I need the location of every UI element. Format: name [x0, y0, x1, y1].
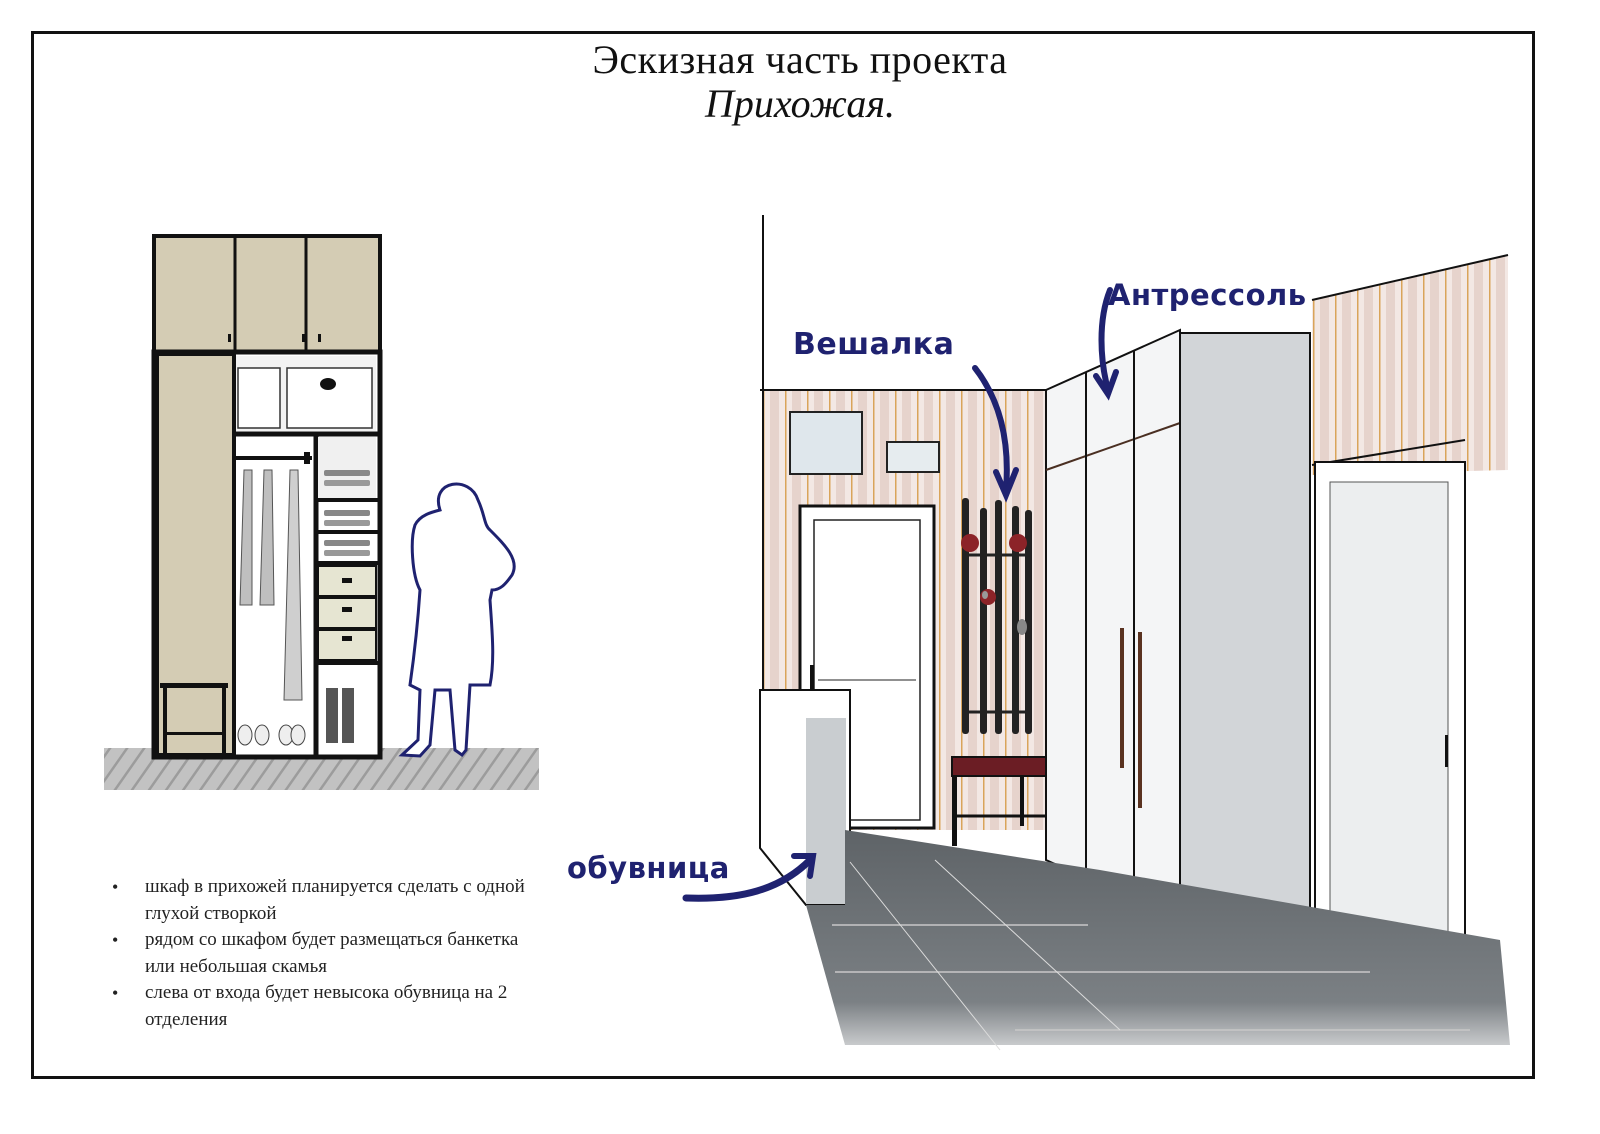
arrow-shoe-cabinet-icon [682, 856, 814, 902]
annotation-hanger: Вешалка [793, 327, 955, 362]
annotation-shoe-cabinet: обувница [567, 851, 730, 885]
drawer-2 [317, 597, 377, 629]
note-item: шкаф в прихожей планируется сделать с од… [112, 874, 552, 927]
right-wall [1312, 255, 1508, 475]
drawer-3 [317, 629, 377, 661]
page-subtitle: Прихожая. [705, 81, 895, 126]
annotation-mezzanine: Антрессоль [1108, 278, 1307, 312]
design-notes-list: шкаф в прихожей планируется сделать с од… [112, 874, 552, 1033]
note-item: слева от входа будет невысока обувница н… [112, 980, 552, 1033]
arrow-hanger-icon [972, 365, 1010, 493]
hallway-floor [806, 830, 1510, 1045]
wardrobe-perspective [1045, 328, 1311, 922]
arrow-mezzanine-icon [1098, 287, 1113, 393]
page-title: Эскизная часть проекта [592, 37, 1008, 82]
coat-rack [961, 498, 1032, 734]
page-frame [31, 31, 1535, 1079]
person-silhouette [398, 482, 516, 758]
note-item: рядом со шкафом будет размещаться банкет… [112, 927, 552, 980]
